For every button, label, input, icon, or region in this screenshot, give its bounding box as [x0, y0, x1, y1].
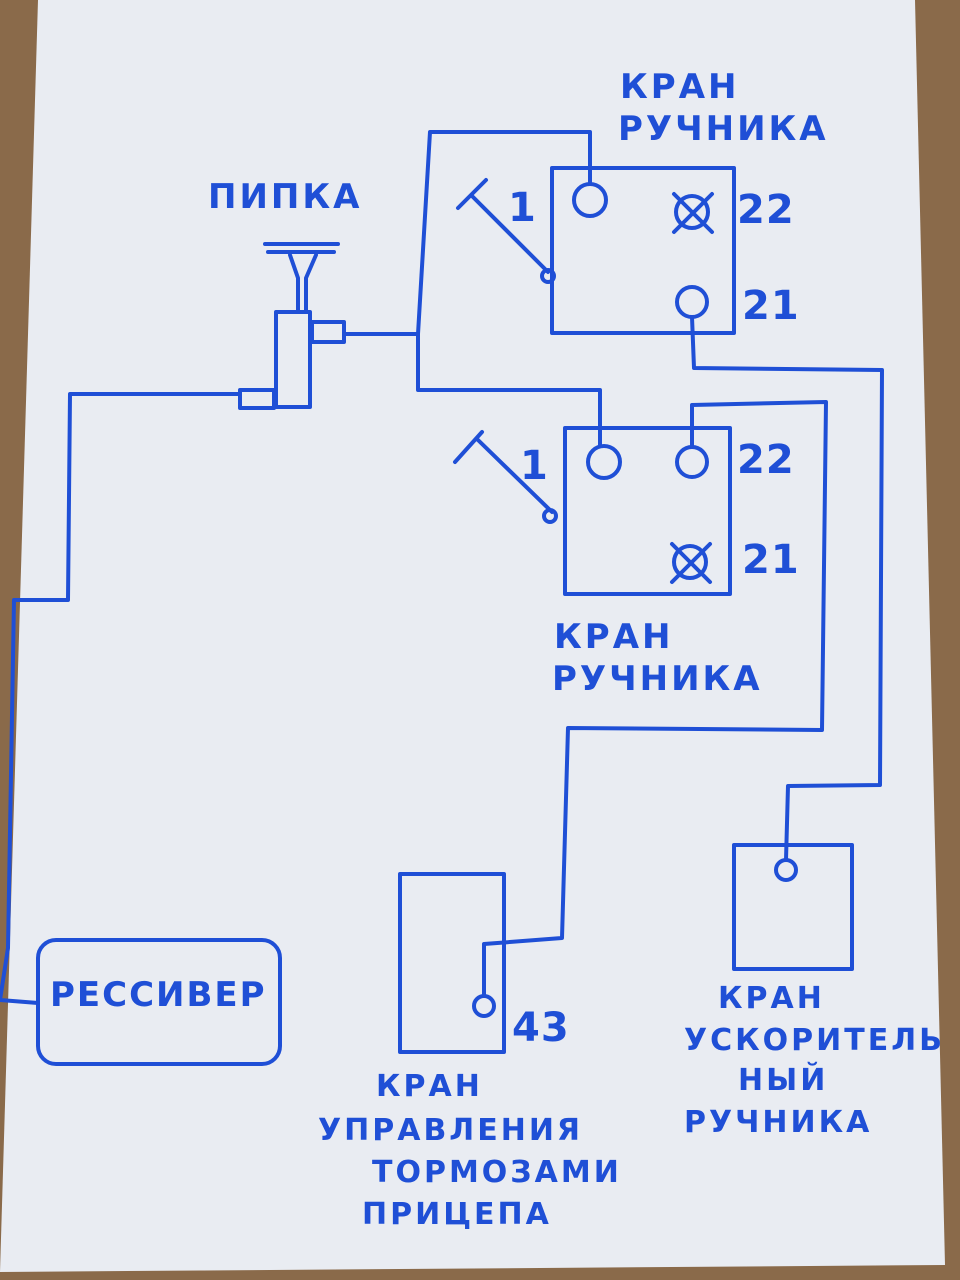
mid-valve-port-21-label: 21 — [742, 537, 800, 583]
trailer-valve-label-line4: ПРИЦЕПА — [362, 1197, 552, 1232]
mid-valve-lever-tip — [453, 430, 484, 464]
mid-valve-body — [563, 426, 732, 596]
trailer-valve-port-43-label: 43 — [512, 1005, 570, 1051]
accel-valve-label-line4: РУЧНИКА — [684, 1105, 873, 1140]
top-valve-label-line1: КРАН — [620, 67, 740, 107]
trailer-valve-label-line2: УПРАВЛЕНИЯ — [318, 1113, 584, 1148]
top-valve-port-22-plug-b — [672, 192, 714, 234]
pipe-top-21-to-accel — [690, 315, 884, 862]
mid-valve-port-1-label: 1 — [520, 443, 549, 489]
receiver-label: РЕССИВЕР — [50, 975, 267, 1015]
accel-valve-body — [732, 843, 854, 971]
pipe-top-valve-inlet — [416, 130, 592, 336]
mid-valve-port-22-label: 22 — [737, 437, 795, 483]
top-valve-label-line2: РУЧНИКА — [618, 109, 829, 149]
mid-valve-port-21 — [672, 544, 708, 580]
mid-valve-port-1 — [586, 444, 622, 480]
pipka-body — [274, 310, 312, 409]
top-valve-port-1-label: 1 — [508, 185, 537, 231]
top-valve-lever-tip — [456, 178, 488, 210]
mid-valve-port-21-plug-b — [670, 542, 712, 584]
top-valve-lever — [470, 194, 550, 274]
pipka-label: ПИПКА — [208, 177, 363, 217]
mid-valve-pivot — [542, 508, 558, 524]
trailer-valve-label-line3: ТОРМОЗАМИ — [372, 1155, 622, 1190]
top-valve-pivot — [540, 268, 556, 284]
top-valve-port-21-label: 21 — [742, 283, 800, 329]
top-valve-port-22 — [674, 194, 710, 230]
pipe-pipka-to-valves — [342, 332, 602, 447]
pipe-mid-22-to-trailer — [482, 400, 828, 998]
trailer-valve-body — [398, 872, 506, 1054]
pipe-receiver-to-pipka — [0, 392, 242, 1005]
accel-valve-label-line1: КРАН — [718, 981, 825, 1016]
accel-valve-label-line3: НЫЙ — [738, 1063, 829, 1098]
accel-valve-label-line2: УСКОРИТЕЛЬ — [684, 1023, 946, 1058]
top-valve-port-22-label: 22 — [737, 187, 795, 233]
mid-valve-lever — [476, 438, 554, 514]
trailer-valve-label-line1: КРАН — [376, 1069, 483, 1104]
pipka-bottom-port — [238, 388, 276, 410]
paper-sheet — [0, 0, 945, 1272]
top-valve-body — [550, 166, 736, 335]
mid-valve-label-line1: КРАН — [554, 617, 674, 657]
mid-valve-label-line2: РУЧНИКА — [552, 659, 763, 699]
pipka-stem — [288, 253, 318, 312]
